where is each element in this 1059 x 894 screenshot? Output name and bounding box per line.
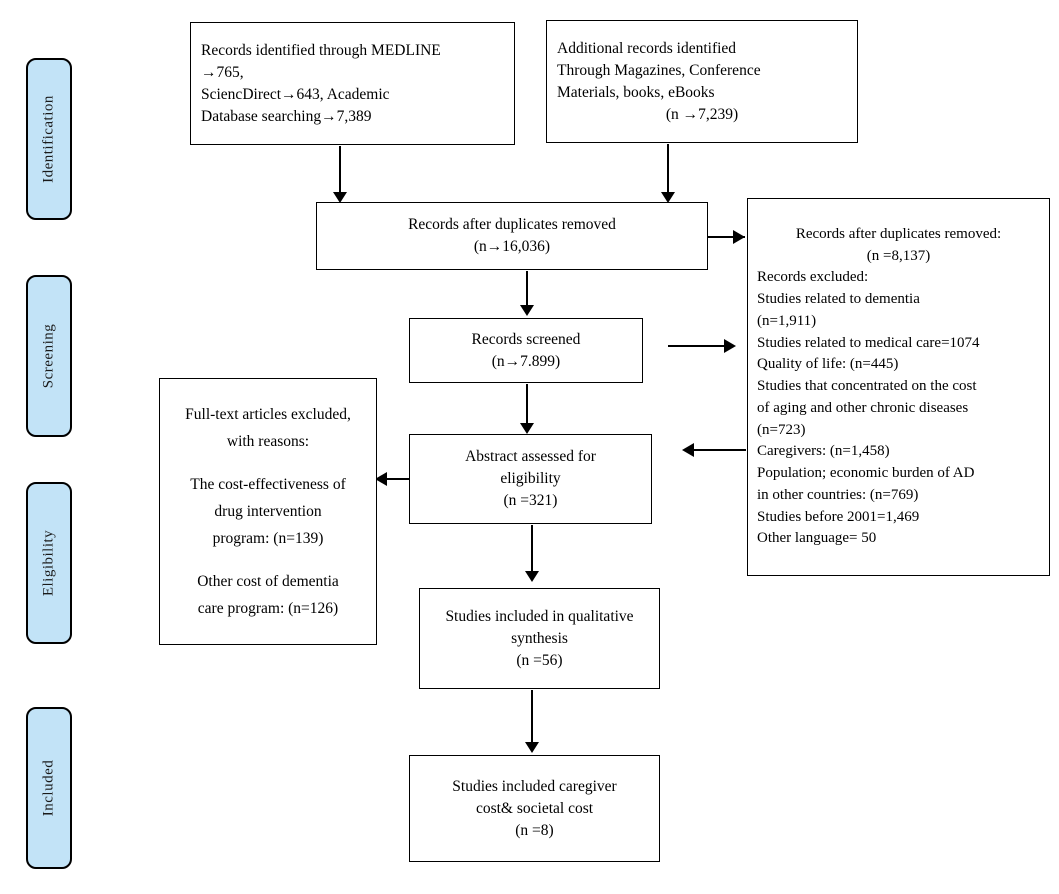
excluded-line-11: Caregivers: (n=1,458)	[757, 443, 890, 460]
abstract-line-2: eligibility	[500, 470, 561, 487]
box-records-identified-medline: Records identified through MEDLINE →765,…	[190, 22, 515, 145]
excluded-line-9: of aging and other chronic diseases	[757, 399, 969, 416]
included-line-1: Studies included caregiver	[452, 777, 617, 795]
connector-abstract-to-fulltext-excluded	[386, 478, 410, 480]
fulltext-line-9: care program: (n=126)	[197, 600, 339, 618]
box-studies-included-caregiver-cost: Studies included caregiver cost& societa…	[409, 755, 660, 862]
medline-line-3: SciencDirect→643, Academic	[201, 85, 390, 103]
stage-pill-included: Included	[26, 707, 72, 869]
additional-line-3: Materials, books, eBooks	[557, 83, 715, 101]
fulltext-line-2: with reasons:	[226, 432, 310, 450]
box-fulltext-articles-excluded: Full-text articles excluded, with reason…	[159, 378, 377, 645]
medline-line-2: →765,	[201, 63, 244, 81]
synthesis-line-2: synthesis	[511, 629, 568, 647]
additional-line-2: Through Magazines, Conference	[557, 61, 761, 79]
connector-abstract-to-synthesis	[531, 525, 533, 573]
arrowhead-abstract-to-fulltext-excluded	[375, 472, 387, 486]
connector-excluded-to-abstract	[690, 449, 746, 451]
arrowhead-duplicates-to-screened	[520, 305, 534, 316]
excluded-line-6: Studies related to medical care=1074	[757, 334, 980, 351]
abstract-line-1: Abstract assessed for	[465, 448, 596, 465]
fulltext-line-8: Other cost of dementia	[197, 573, 339, 591]
screened-line-2: (n→7.899)	[491, 352, 561, 370]
box-additional-records: Additional records identified Through Ma…	[546, 20, 858, 143]
box-records-after-duplicates-removed: Records after duplicates removed (n→16,0…	[316, 202, 708, 270]
medline-line-4: Database searching→7,389	[201, 107, 372, 125]
excluded-line-10: (n=723)	[757, 421, 806, 438]
box-abstract-assessed-for-eligibility: Abstract assessed for eligibility (n =32…	[409, 434, 652, 524]
abstract-line-3: (n =321)	[503, 492, 558, 509]
box-records-excluded-detail: Records after duplicates removed: (n =8,…	[747, 198, 1050, 576]
additional-line-4: (n →7,239)	[665, 105, 739, 123]
fulltext-gap-2	[170, 552, 366, 568]
excluded-line-15: Other language= 50	[757, 530, 877, 547]
stage-label-included: Included	[40, 759, 57, 817]
fulltext-line-4: The cost-effectiveness of	[190, 475, 346, 493]
box-records-screened: Records screened (n→7.899)	[409, 318, 643, 383]
connector-duplicates-to-screened	[526, 271, 528, 307]
arrowhead-medline-to-duplicates	[333, 192, 347, 203]
connector-synthesis-to-included	[531, 690, 533, 744]
excluded-line-3: Records excluded:	[757, 269, 869, 286]
excluded-line-5: (n=1,911)	[757, 312, 817, 329]
fulltext-line-1: Full-text articles excluded,	[185, 405, 351, 423]
stage-label-identification: Identification	[40, 95, 57, 183]
medline-line-1: Records identified through MEDLINE	[201, 41, 441, 59]
stage-label-screening: Screening	[40, 323, 57, 389]
connector-additional-to-duplicates	[667, 144, 669, 194]
fulltext-line-6: program: (n=139)	[212, 530, 324, 548]
stage-pill-identification: Identification	[26, 58, 72, 220]
synthesis-line-3: (n =56)	[516, 651, 563, 669]
box-studies-included-qualitative-synthesis: Studies included in qualitative synthesi…	[419, 588, 660, 689]
arrowhead-screened-to-abstract	[520, 423, 534, 434]
excluded-line-4: Studies related to dementia	[757, 291, 920, 308]
connector-medline-to-duplicates	[339, 146, 341, 194]
arrowhead-duplicates-to-excluded	[733, 230, 745, 244]
arrowhead-excluded-to-abstract	[682, 443, 694, 457]
excluded-line-12: Population; economic burden of AD	[757, 465, 975, 482]
excluded-line-8: Studies that concentrated on the cost	[757, 378, 977, 395]
excluded-line-14: Studies before 2001=1,469	[757, 508, 920, 525]
excluded-line-1: Records after duplicates removed:	[795, 225, 1002, 242]
excluded-line-13: in other countries: (n=769)	[757, 486, 919, 503]
synthesis-line-1: Studies included in qualitative	[445, 607, 634, 625]
additional-line-1: Additional records identified	[557, 39, 737, 57]
arrowhead-additional-to-duplicates	[661, 192, 675, 203]
fulltext-line-5: drug intervention	[214, 502, 322, 520]
excluded-line-2: (n =8,137)	[866, 247, 931, 264]
connector-duplicates-to-excluded	[708, 236, 745, 238]
stage-pill-eligibility: Eligibility	[26, 482, 72, 644]
included-line-3: (n =8)	[515, 821, 554, 839]
excluded-line-7: Quality of life: (n=445)	[757, 356, 899, 373]
included-line-2: cost& societal cost	[475, 799, 594, 817]
duplicates-line-2: (n→16,036)	[473, 238, 551, 255]
stage-pill-screening: Screening	[26, 275, 72, 437]
connector-screened-to-abstract	[526, 384, 528, 425]
duplicates-line-1: Records after duplicates removed	[408, 216, 616, 233]
arrowhead-screened-to-excluded	[724, 339, 736, 353]
arrowhead-synthesis-to-included	[525, 742, 539, 753]
stage-label-eligibility: Eligibility	[40, 529, 57, 597]
connector-screened-to-excluded	[668, 345, 728, 347]
fulltext-gap-1	[170, 455, 366, 471]
screened-line-1: Records screened	[471, 330, 581, 348]
arrowhead-abstract-to-synthesis	[525, 571, 539, 582]
